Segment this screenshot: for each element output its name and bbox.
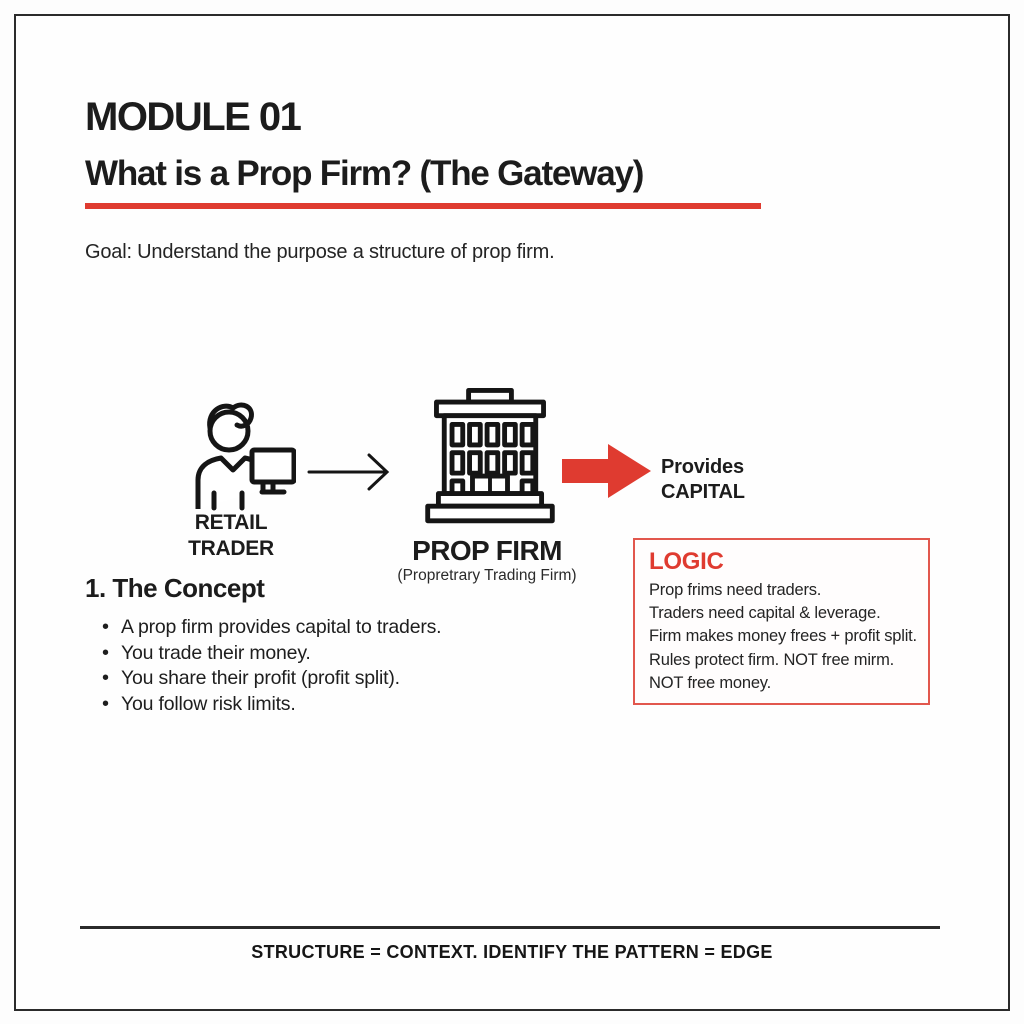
retail-trader-label-line2: TRADER — [188, 537, 274, 560]
provides-capital-label: Provides CAPITAL — [661, 455, 745, 505]
provides-label-line1: Provides — [661, 456, 744, 478]
concept-bullet: You follow risk limits. — [100, 692, 580, 718]
logic-line: Firm makes money frees + profit split. — [649, 627, 917, 646]
retail-trader-label-line1: RETAIL — [194, 511, 268, 534]
arrow-right-icon — [307, 453, 390, 491]
prop-firm-sublabel: (Propretrary Trading Firm) — [397, 567, 577, 584]
retail-trader-icon — [195, 402, 296, 511]
logic-box: LOGIC Prop frims need traders. Traders n… — [633, 538, 930, 705]
concept-heading: 1. The Concept — [85, 573, 265, 603]
goal-text: Goal: Understand the purpose a structure… — [85, 241, 555, 263]
concept-bullet-list: A prop firm provides capital to traders.… — [100, 615, 580, 718]
logic-line: Traders need capital & leverage. — [649, 604, 881, 623]
logic-box-title: LOGIC — [649, 548, 724, 575]
retail-trader-label: RETAIL TRADER — [146, 510, 316, 562]
page-title: What is a Prop Firm? (The Gateway) — [85, 154, 644, 193]
concept-bullet: You share their profit (profit split). — [100, 666, 580, 692]
concept-bullet: You trade their money. — [100, 641, 580, 667]
concept-bullet: A prop firm provides capital to traders. — [100, 615, 580, 641]
footer-divider-rule — [80, 926, 940, 929]
provides-label-line2: CAPITAL — [661, 481, 745, 503]
logic-line: NOT free money. — [649, 673, 772, 692]
logic-line: Prop frims need traders. — [649, 581, 822, 599]
module-label: MODULE 01 — [85, 95, 302, 139]
title-underline-rule — [85, 203, 761, 209]
footer-tagline: STRUCTURE = CONTEXT. IDENTIFY THE PATTER… — [251, 942, 773, 962]
logic-line: Rules protect firm. NOT free mirm. — [649, 650, 895, 669]
building-icon — [425, 387, 555, 524]
prop-firm-label: PROP FIRM — [412, 535, 562, 566]
block-arrow-right-icon — [562, 444, 651, 498]
